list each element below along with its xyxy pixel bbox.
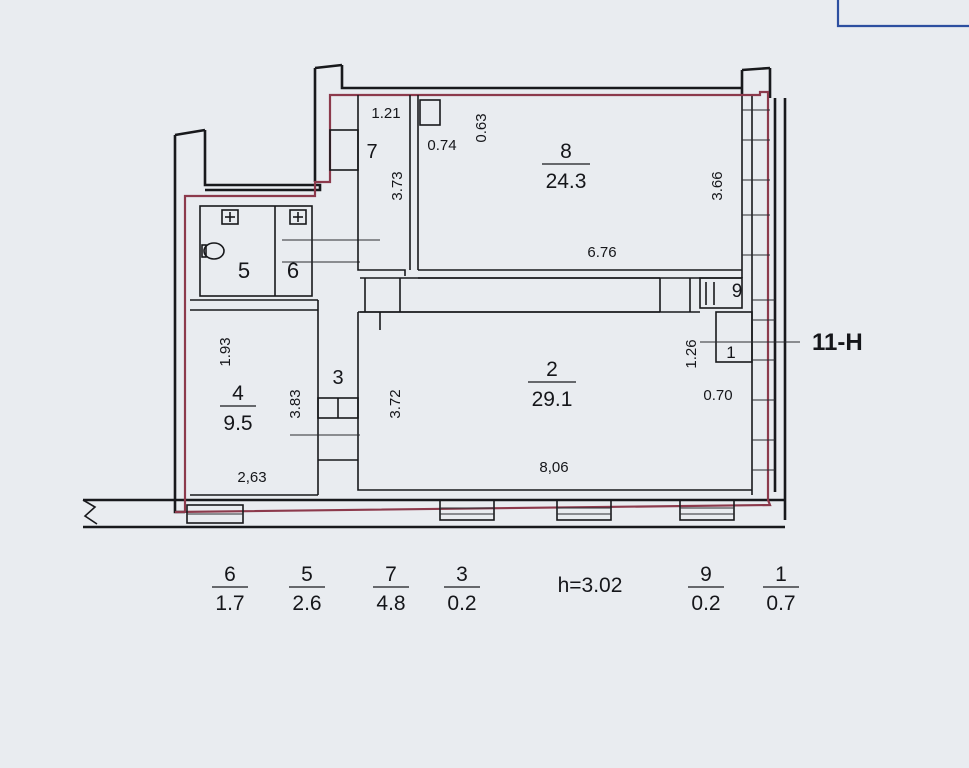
dim-372: 3.72 [387,389,404,418]
dim-074: 0.74 [427,137,456,154]
dim-676: 6.76 [587,244,616,261]
area-legend: 6 1.7 5 2.6 7 4.8 3 0.2 h=3.02 9 0.2 1 0… [212,563,799,615]
dim-373: 3.73 [389,171,406,200]
windows [186,499,735,524]
dim-806: 8,06 [539,459,568,476]
dim-070: 0.70 [703,387,732,404]
legend-num: 6 [224,563,236,586]
dim-193: 1.93 [217,337,234,366]
legend-area: 4.8 [376,592,405,615]
dim-366: 3.66 [709,171,726,200]
room-labels: 8 24.3 2 29.1 4 9.5 5 6 7 3 9 1 [220,140,742,435]
legend-num: 3 [456,563,468,586]
room-7-number: 7 [366,141,377,163]
frame-corner [836,0,969,28]
room-3-number: 3 [332,367,343,389]
room-1-number: 1 [726,343,735,362]
sanitary-fixtures [201,209,307,260]
room-2-number: 2 [546,358,558,381]
legend-area: 0.2 [691,592,720,615]
room-2-area: 29.1 [532,388,573,411]
legend-area: 2.6 [292,592,321,615]
room-9-number: 9 [732,281,743,302]
unit-label: 11-Н [812,329,863,356]
dim-121: 1.21 [371,105,400,122]
legend-num: 9 [700,563,712,586]
room-5-number: 5 [238,258,250,283]
interior-walls [190,95,800,496]
room-4-area: 9.5 [223,412,252,435]
dim-263: 2,63 [237,469,266,486]
dim-126: 1.26 [683,339,700,368]
room-4-number: 4 [232,382,244,405]
legend-area: 0.2 [447,592,476,615]
dim-383: 3.83 [287,389,304,418]
unit-outline [174,90,772,514]
room-8-number: 8 [560,140,572,163]
dim-063: 0.63 [473,113,490,142]
legend-area: 1.7 [215,592,244,615]
legend-num: 1 [775,563,787,586]
dimension-labels: 1.21 0.63 0.74 3.73 3.66 6.76 1.93 3.83 … [217,105,733,486]
legend-num: 7 [385,563,397,586]
room-6-number: 6 [287,258,299,283]
room-8-area: 24.3 [546,170,587,193]
legend-area: 0.7 [766,592,795,615]
ceiling-height: h=3.02 [558,574,623,597]
legend-num: 5 [301,563,313,586]
